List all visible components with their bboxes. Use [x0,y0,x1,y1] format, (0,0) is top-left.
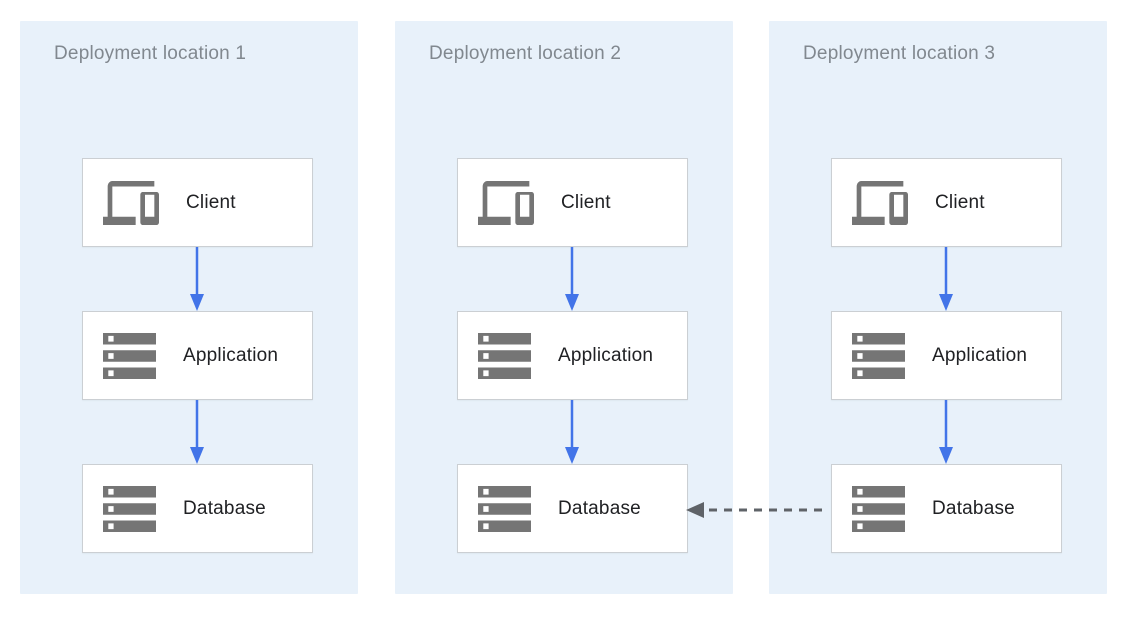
node-label: Application [183,344,279,366]
node-label: Database [932,497,1015,519]
panel-title: Deployment location 2 [429,43,622,64]
flow-arrow-down-icon [939,247,953,311]
node-label: Application [558,344,654,366]
application-node: Application [831,311,1062,400]
flow-arrow-down-icon [190,400,204,464]
node-label: Database [558,497,641,519]
devices-icon [478,180,534,225]
database-node: Database [457,464,688,553]
storage-icon [103,485,156,532]
deployment-location-1-panel: Deployment location 1 Client Application [20,21,358,594]
storage-icon [478,332,531,379]
replication-dashed-arrow-icon [686,502,822,518]
node-label: Client [561,191,611,213]
flow-arrow-down-icon [939,400,953,464]
panel-title: Deployment location 3 [803,43,996,64]
storage-icon [478,485,531,532]
flow-arrow-down-icon [565,247,579,311]
node-label: Client [935,191,985,213]
panel-title: Deployment location 1 [54,43,247,64]
storage-icon [852,485,905,532]
deployment-location-2-panel: Deployment location 2 Client Application [395,21,733,594]
flow-arrow-down-icon [565,400,579,464]
storage-icon [852,332,905,379]
database-node: Database [831,464,1062,553]
node-label: Client [186,191,236,213]
storage-icon [103,332,156,379]
database-node: Database [82,464,313,553]
client-node: Client [831,158,1062,247]
devices-icon [852,180,908,225]
deployment-location-3-panel: Deployment location 3 Client Application [769,21,1107,594]
node-label: Database [183,497,266,519]
application-node: Application [82,311,313,400]
node-label: Application [932,344,1028,366]
flow-arrow-down-icon [190,247,204,311]
client-node: Client [82,158,313,247]
devices-icon [103,180,159,225]
application-node: Application [457,311,688,400]
client-node: Client [457,158,688,247]
